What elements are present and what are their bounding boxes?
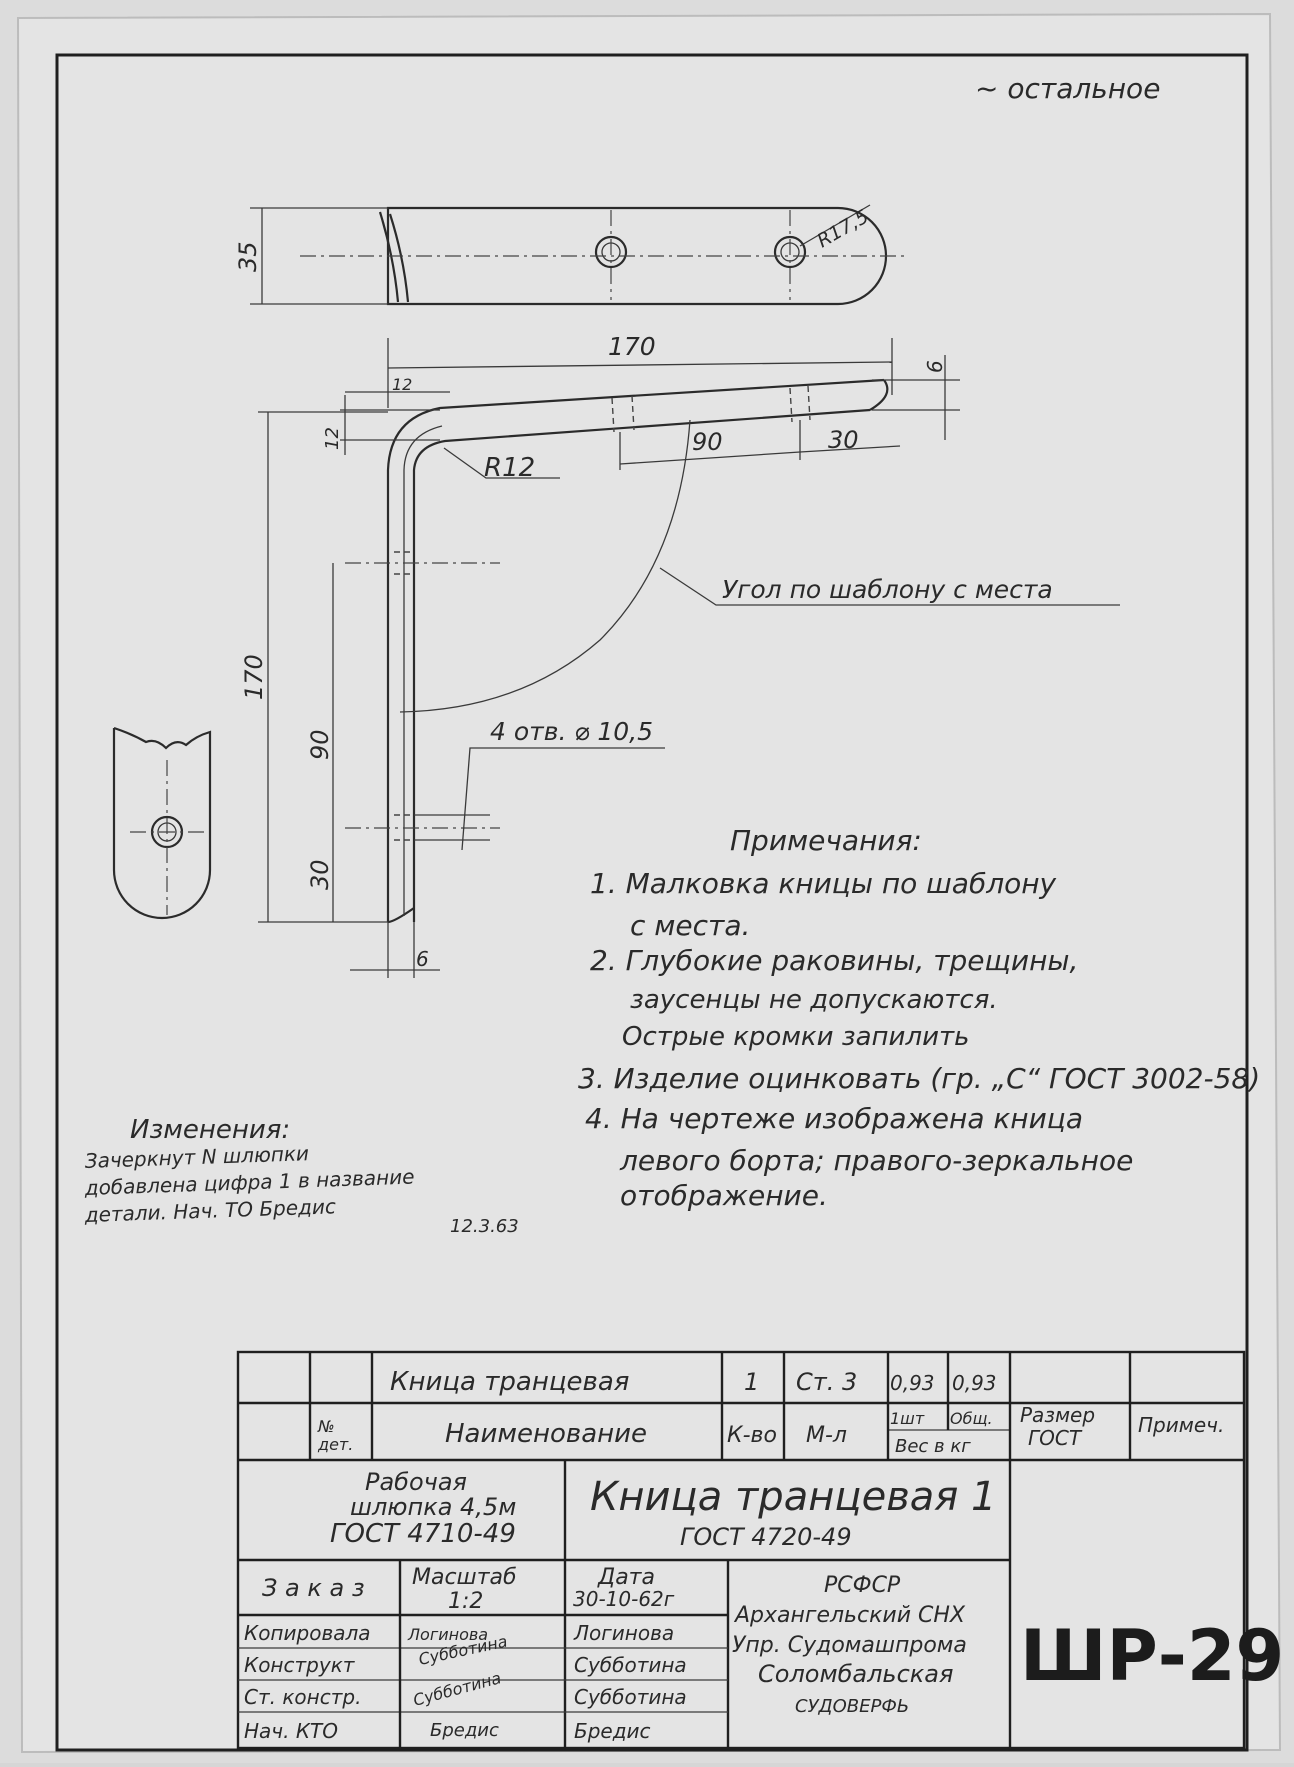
sig-copied: Логинова xyxy=(407,1625,488,1644)
dim-30-v: 30 xyxy=(306,859,334,890)
assembly-line-1: Рабочая xyxy=(365,1468,467,1496)
note-4-line-3: отображение. xyxy=(620,1179,828,1212)
org-line-4: Соломбальская xyxy=(758,1660,953,1688)
note-4-line-2: левого борта; правого-зеркальное xyxy=(619,1144,1133,1177)
dim-6-right: 6 xyxy=(923,360,947,373)
changes-heading: Изменения: xyxy=(130,1115,290,1145)
drawing-title: Кница транцевая 1 xyxy=(590,1474,997,1520)
changes-date: 12.3.63 xyxy=(450,1216,519,1237)
side-view: Угол по шаблону с места R12 170 12 6 90 … xyxy=(240,332,1120,978)
surface-finish-note: ~ остальное xyxy=(975,72,1160,105)
hdr-name: Наименование xyxy=(445,1419,647,1449)
date-value: 30-10-62г xyxy=(573,1587,675,1611)
hdr-material: М-л xyxy=(806,1423,847,1448)
notes-block: Примечания: 1. Малковка кницы по шаблону… xyxy=(578,824,1260,1212)
dim-30-h: 30 xyxy=(828,426,859,454)
dim-35: 35 xyxy=(234,241,262,272)
dim-90-h: 90 xyxy=(692,428,723,456)
title-block: Кница транцевая 1 Ст. 3 0,93 0,93 № дет.… xyxy=(236,1350,1284,1750)
name-designer: Субботина xyxy=(574,1653,687,1677)
dim-170-top: 170 xyxy=(608,332,656,361)
note-2-line-3: Острые кромки запилить xyxy=(622,1022,969,1052)
drawing-frame xyxy=(55,53,1249,1752)
org-line-2: Архангельский СНХ xyxy=(733,1603,966,1628)
notes-heading: Примечания: xyxy=(730,824,922,857)
note-1-line-1: 1. Малковка кницы по шаблону xyxy=(590,867,1057,900)
org-line-3: Упр. Судомашпрома xyxy=(732,1633,967,1658)
date-label: Дата xyxy=(597,1565,655,1590)
detail-view xyxy=(112,726,212,920)
hdr-remarks: Примеч. xyxy=(1138,1413,1224,1437)
note-1-line-2: с места. xyxy=(630,909,750,942)
scale-value: 1:2 xyxy=(448,1589,483,1614)
note-3: 3. Изделие оцинковать (гр. „С“ ГОСТ 3002… xyxy=(578,1062,1260,1095)
dim-170-left: 170 xyxy=(240,654,268,700)
note-2-line-1: 2. Глубокие раковины, трещины, xyxy=(590,944,1078,977)
part-material: Ст. 3 xyxy=(796,1368,857,1396)
role-senior-designer: Ст. констр. xyxy=(244,1685,361,1709)
name-copied: Логинова xyxy=(573,1621,674,1645)
hdr-size: Размер xyxy=(1020,1403,1095,1427)
sig-head: Бредис xyxy=(430,1720,499,1741)
note-2-line-2: заусенцы не допускаются. xyxy=(630,985,998,1015)
note-angle-template: Угол по шаблону с места xyxy=(722,575,1053,604)
role-head-kto: Нач. КТО xyxy=(244,1719,338,1743)
part-weight-1: 0,93 xyxy=(890,1371,935,1395)
hdr-det: дет. xyxy=(317,1435,353,1454)
note-4-line-1: 4. На чертеже изображена кница xyxy=(585,1102,1083,1135)
hdr-no: № xyxy=(317,1417,335,1436)
dim-r12: R12 xyxy=(484,453,535,483)
hdr-weight-kg: Вес в кг xyxy=(895,1436,971,1457)
role-designer: Конструкт xyxy=(244,1653,356,1677)
drawing-number: ШР-29 xyxy=(1020,1615,1284,1697)
hdr-total: Общ. xyxy=(950,1409,993,1428)
assembly-gost: ГОСТ 4710-49 xyxy=(330,1519,516,1549)
role-copied: Копировала xyxy=(244,1621,371,1645)
scale-label: Масштаб xyxy=(412,1565,517,1590)
part-qty: 1 xyxy=(744,1368,759,1396)
dim-6-bottom: 6 xyxy=(416,947,429,971)
hdr-1pc: 1шт xyxy=(890,1409,925,1428)
paper-edge xyxy=(16,12,1282,1754)
part-weight-total: 0,93 xyxy=(952,1371,997,1395)
dim-12-top: 12 xyxy=(392,375,412,394)
note-holes: 4 отв. ⌀ 10,5 xyxy=(490,717,653,746)
assembly-line-2: шлюпка 4,5м xyxy=(350,1493,516,1521)
org-line-5: СУДОВЕРФЬ xyxy=(795,1696,909,1717)
name-head: Бредис xyxy=(574,1719,651,1743)
drawing-gost: ГОСТ 4720-49 xyxy=(680,1523,852,1551)
org-line-1: РСФСР xyxy=(824,1573,901,1598)
hdr-gost: ГОСТ xyxy=(1028,1426,1083,1450)
changes-block: Изменения: Зачеркнут N шлюпки добавлена … xyxy=(83,1115,518,1237)
dim-12-left: 12 xyxy=(322,427,343,450)
order-label: З а к а з xyxy=(262,1574,365,1602)
part-name: Кница транцевая xyxy=(390,1367,629,1397)
hdr-qty: К-во xyxy=(727,1423,777,1448)
dim-90-v: 90 xyxy=(306,729,334,760)
name-senior: Субботина xyxy=(574,1685,687,1709)
